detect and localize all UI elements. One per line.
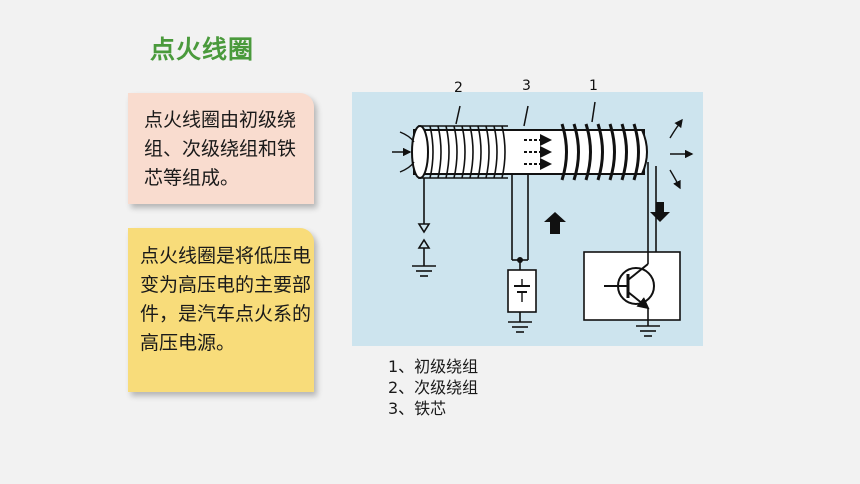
ignition-coil-svg: 2 3 1 xyxy=(352,78,703,346)
callout-label-2: 2 xyxy=(454,80,463,96)
composition-text: 点火线圈由初级绕组、次级绕组和铁芯等组成。 xyxy=(144,109,297,189)
function-text: 点火线圈是将低压电变为高压电的主要部件，是汽车点火系的高压电源。 xyxy=(140,245,312,354)
flux-arrows xyxy=(524,134,552,170)
field-lines-left xyxy=(392,131,415,173)
leader-line-2 xyxy=(455,105,461,125)
current-down-arrow xyxy=(650,202,670,222)
legend-item-secondary-winding: 2、次级绕组 xyxy=(388,378,479,397)
coil-end-left xyxy=(411,125,429,179)
callout-label-3: 3 xyxy=(522,78,531,94)
field-lines-right xyxy=(669,118,694,190)
legend-item-iron-core: 3、铁芯 xyxy=(388,399,447,418)
current-up-arrow xyxy=(544,212,566,234)
battery xyxy=(507,260,537,333)
ignition-coil-diagram: 2 3 1 xyxy=(352,74,708,346)
secondary-ground xyxy=(412,178,436,277)
legend-item-primary-winding: 1、初级绕组 xyxy=(388,357,479,376)
transistor-module xyxy=(583,251,681,337)
component-legend: 1、初级绕组 2、次级绕组 3、铁芯 xyxy=(388,356,478,419)
primary-winding xyxy=(560,123,640,181)
coil-end-right xyxy=(641,129,648,175)
leader-line-1 xyxy=(591,101,596,123)
iron-core xyxy=(413,129,645,175)
leader-line-3 xyxy=(523,105,529,127)
slide-title: 点火线圈 xyxy=(150,35,255,64)
callout-label-1: 1 xyxy=(589,78,598,94)
composition-card: 点火线圈由初级绕组、次级绕组和铁芯等组成。 xyxy=(128,93,314,204)
function-card: 点火线圈是将低压电变为高压电的主要部件，是汽车点火系的高压电源。 xyxy=(128,228,314,392)
